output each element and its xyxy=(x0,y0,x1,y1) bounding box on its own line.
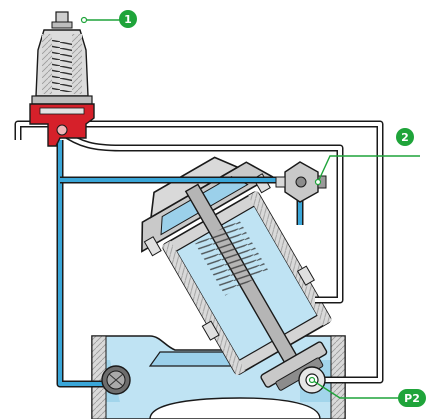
callout-2-label: 2 xyxy=(401,131,409,144)
callout-p2: P2 xyxy=(308,376,426,407)
callout-1: 1 xyxy=(80,10,137,28)
pilot-valve xyxy=(29,11,95,147)
callout-1-label: 1 xyxy=(124,13,132,26)
callout-p2-label: P2 xyxy=(404,392,420,405)
strainer-fitting xyxy=(101,365,131,395)
callout-2: 2 xyxy=(314,128,420,186)
valve-bonnet-actuator xyxy=(141,156,332,391)
